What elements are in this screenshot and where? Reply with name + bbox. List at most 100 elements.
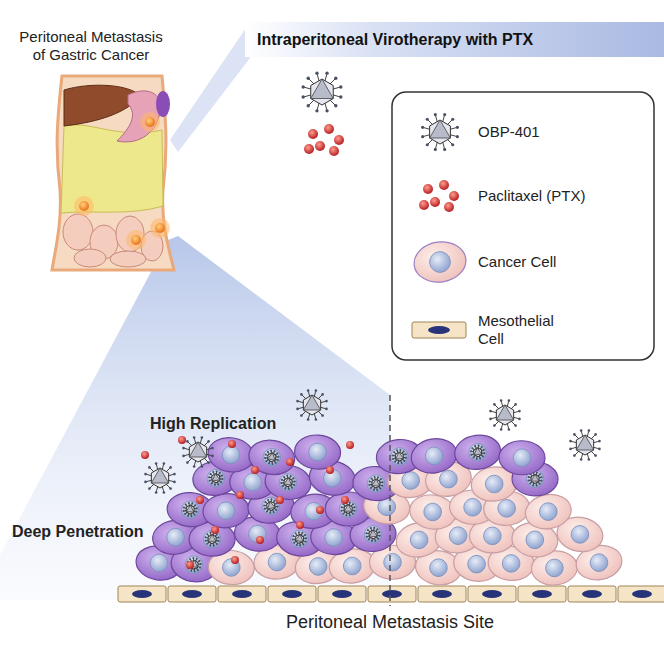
paclitaxel-dot bbox=[296, 521, 304, 529]
virus-spike-tip bbox=[173, 473, 176, 476]
virus-spike-tip bbox=[315, 389, 318, 392]
virus-spike-tip bbox=[304, 541, 306, 543]
cell-nucleus bbox=[278, 472, 298, 492]
virus-spike-tip bbox=[192, 557, 194, 559]
virus-spike-tip bbox=[169, 466, 172, 469]
virus-spike-tip bbox=[380, 478, 382, 480]
legend-text: OBP-401 bbox=[478, 123, 638, 141]
virus-spike-tip bbox=[476, 458, 478, 460]
virus-spike-tip bbox=[474, 445, 476, 447]
virus-icon bbox=[205, 532, 220, 547]
virus-spike-tip bbox=[325, 109, 328, 112]
virus-spike-tip bbox=[280, 482, 282, 484]
virus-spike-tip bbox=[443, 113, 446, 116]
cancer-cell bbox=[523, 491, 574, 532]
virus-spike-tip bbox=[194, 504, 196, 506]
virus-icon bbox=[296, 389, 328, 421]
virus-spike-tip bbox=[339, 95, 342, 98]
virus-spike-tip bbox=[569, 440, 572, 443]
virus-spike-tip bbox=[270, 498, 272, 500]
legend-frame bbox=[392, 92, 654, 360]
virus-spike-tip bbox=[205, 540, 207, 542]
virus-spike-tip bbox=[403, 450, 405, 452]
virus-spike-tip bbox=[341, 506, 343, 508]
virus-spike-tip bbox=[334, 77, 337, 80]
virus-capsid bbox=[267, 452, 276, 462]
infected-cancer-cell bbox=[453, 433, 503, 472]
paclitaxel-dot bbox=[423, 184, 433, 194]
virus-facet bbox=[295, 534, 304, 542]
virus-spike-tip bbox=[296, 408, 299, 411]
virus-spike-tip bbox=[421, 135, 424, 138]
virus-capsid bbox=[473, 447, 482, 457]
virus-spike-tip bbox=[307, 418, 310, 421]
virus-spike-tip bbox=[373, 527, 375, 529]
virus-spike-tip bbox=[193, 465, 196, 468]
region-label: High Replication bbox=[150, 414, 276, 433]
tumor-spot bbox=[145, 117, 155, 127]
cell-nucleus bbox=[339, 500, 357, 518]
intestine-loop bbox=[110, 251, 146, 267]
mesothelial-nucleus bbox=[428, 326, 450, 334]
virus-spike-tip bbox=[291, 487, 293, 489]
virus-spike-tip bbox=[201, 436, 204, 439]
virus-capsid bbox=[576, 435, 593, 455]
cell-nucleus bbox=[428, 250, 451, 273]
region-label: Deep Penetration bbox=[12, 522, 144, 541]
virus-spike-tip bbox=[456, 135, 459, 138]
paclitaxel-dot bbox=[324, 124, 334, 134]
virus-spike-tip bbox=[219, 472, 221, 474]
virus-spike-tip bbox=[456, 126, 459, 129]
virus-spike-tip bbox=[276, 452, 278, 454]
infected-cancer-cell bbox=[408, 435, 459, 476]
mesothelial-cell bbox=[168, 586, 216, 602]
virus-capsid bbox=[295, 534, 304, 544]
cell-nucleus bbox=[390, 447, 409, 466]
cell-body bbox=[499, 440, 546, 475]
virus-spike-tip bbox=[183, 506, 185, 508]
virus-spike-tip bbox=[292, 538, 294, 540]
virus-spike-tip bbox=[540, 480, 542, 482]
virus-spike-tip bbox=[284, 487, 286, 489]
virus-spike-tip bbox=[264, 453, 266, 455]
virus-spike-tip bbox=[266, 510, 268, 512]
virus-spike-tip bbox=[293, 484, 295, 486]
virus-spike-tip bbox=[470, 450, 472, 452]
cell-nucleus bbox=[364, 525, 383, 544]
virus-icon bbox=[263, 449, 280, 466]
virus-spike-tip bbox=[536, 484, 538, 486]
virus-facet bbox=[186, 505, 194, 512]
cell-nucleus bbox=[589, 552, 609, 572]
virus-spike-tip bbox=[339, 85, 342, 88]
virus-facet bbox=[473, 447, 482, 455]
virus-spike-tip bbox=[345, 514, 347, 516]
virus-spike-tip bbox=[209, 532, 211, 534]
virus-spike-tip bbox=[598, 440, 601, 443]
virus-spike-tip bbox=[493, 403, 496, 406]
virus-spike-tip bbox=[514, 403, 517, 406]
virus-spike-tip bbox=[500, 399, 503, 402]
virus-spike-tip bbox=[594, 433, 597, 436]
mesothelial-cell bbox=[368, 586, 416, 602]
legend-text: Mesothelial Cell bbox=[478, 312, 573, 348]
cell-nucleus bbox=[545, 558, 564, 577]
virus-spike-tip bbox=[298, 531, 300, 533]
virus-facet bbox=[430, 120, 451, 138]
virus-spike-tip bbox=[267, 451, 269, 453]
virus-spike-tip bbox=[394, 461, 396, 463]
cell-nucleus bbox=[308, 556, 328, 576]
paclitaxel-dot bbox=[286, 458, 294, 466]
paclitaxel-dot bbox=[341, 496, 349, 504]
cell-nucleus bbox=[289, 529, 309, 549]
virus-spike-tip bbox=[277, 456, 279, 458]
virus-spike-tip bbox=[144, 473, 147, 476]
virus-spike-tip bbox=[325, 71, 328, 74]
mesothelial-nucleus bbox=[332, 590, 352, 598]
tumor-glow bbox=[74, 196, 94, 216]
virus-spike-tip bbox=[379, 535, 381, 537]
virus-spike-tip bbox=[206, 543, 208, 545]
virus-spike-tip bbox=[301, 95, 304, 98]
virus-icon bbox=[207, 470, 224, 487]
virus-spike-tip bbox=[299, 544, 301, 546]
